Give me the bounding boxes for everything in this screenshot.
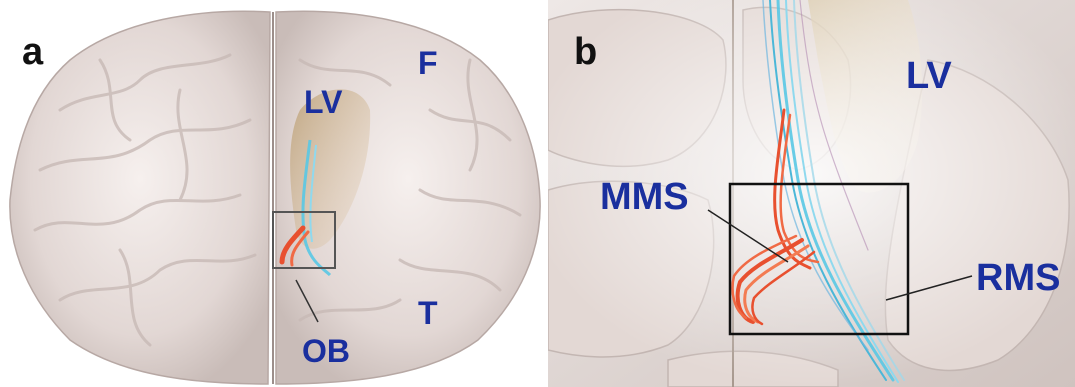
panel-b-letter: b [574, 31, 597, 73]
label-rms: RMS [976, 257, 1060, 299]
label-f: F [418, 45, 438, 81]
panel-b: b LV MMS RMS [548, 0, 1075, 387]
label-t: T [418, 295, 438, 331]
panel-a-letter: a [22, 31, 44, 73]
label-mms: MMS [600, 176, 689, 218]
panel-a: a LV F T OB [0, 0, 545, 387]
panel-b-illustration: b LV MMS RMS [548, 0, 1075, 387]
label-lv-b: LV [906, 55, 952, 97]
panel-a-illustration: a LV F T OB [0, 0, 545, 387]
label-ob: OB [302, 333, 350, 369]
label-lv-a: LV [304, 84, 343, 120]
